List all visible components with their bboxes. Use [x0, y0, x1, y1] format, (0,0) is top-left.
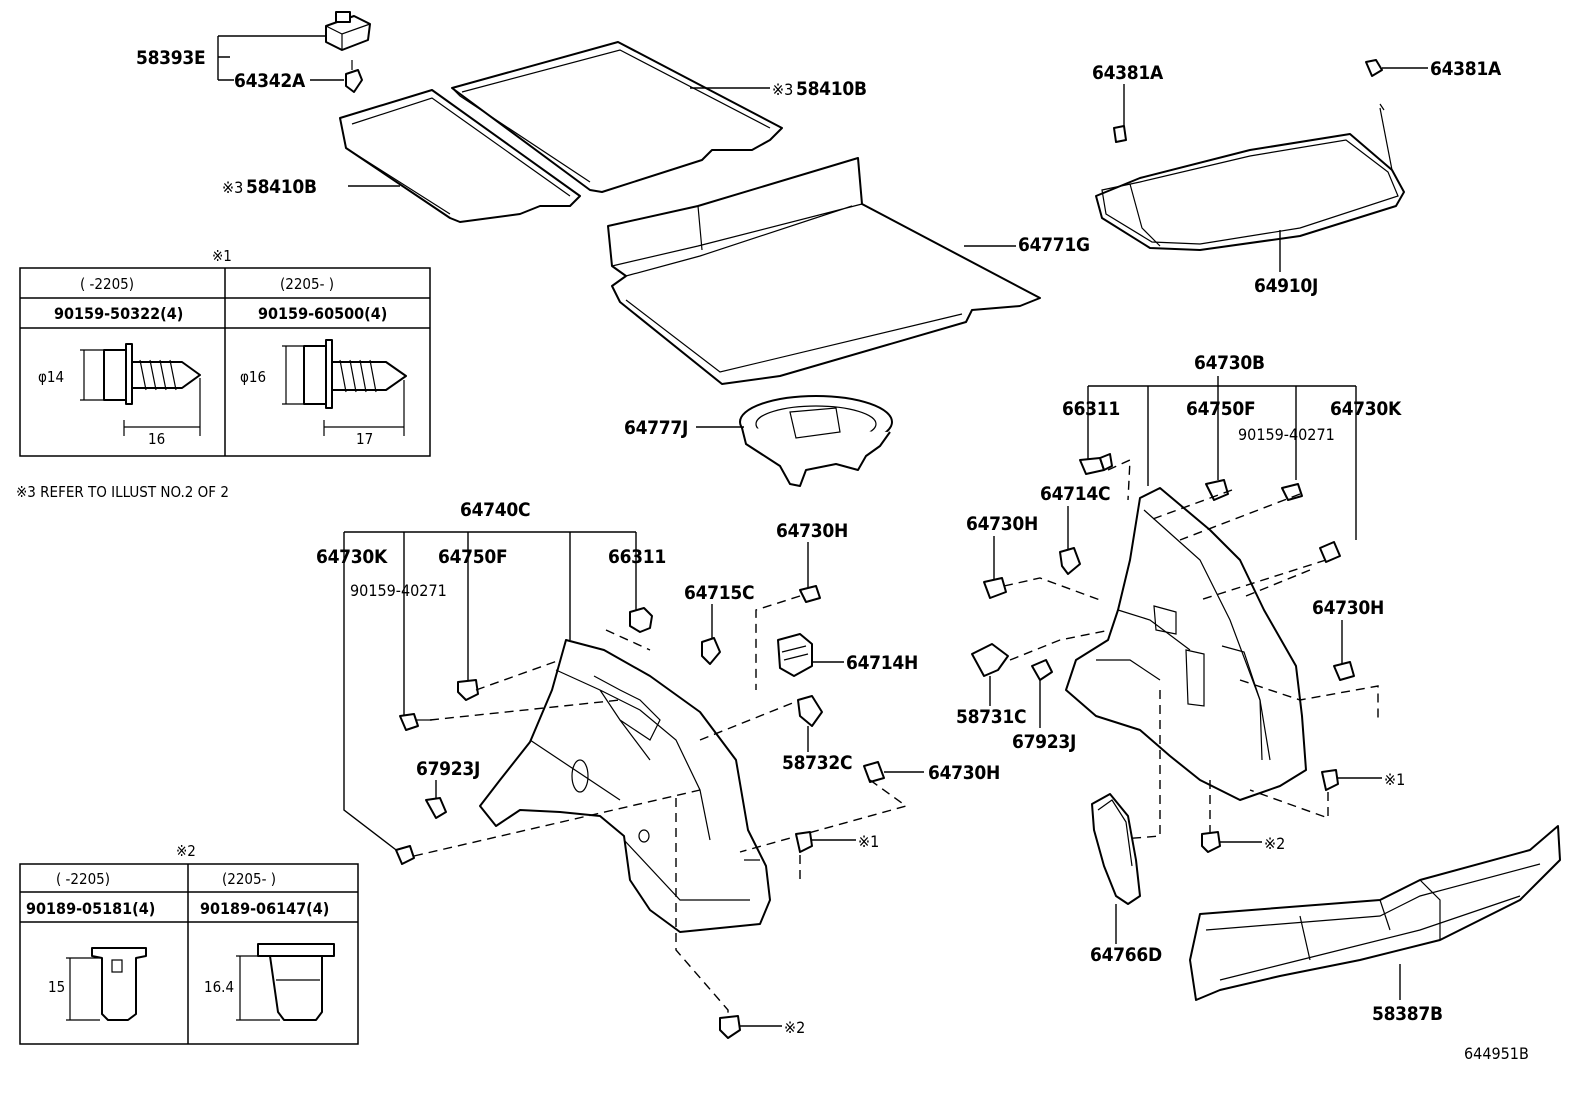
screw-note1-left — [795, 831, 813, 853]
label-64730B: 64730B — [1194, 352, 1265, 374]
label-67923J-left: 67923J — [416, 758, 480, 780]
label-58387B: 58387B — [1372, 1003, 1443, 1025]
table2-title: ※2 — [176, 842, 196, 860]
label-64910J: 64910J — [1254, 275, 1318, 297]
label-90159-left: 90159-40271 — [350, 581, 447, 600]
clip-64342A — [345, 60, 363, 93]
clip-64750F-left — [457, 679, 479, 701]
label-64730K-left: 64730K — [316, 546, 388, 568]
screw-note1-right — [1321, 769, 1339, 791]
table1-col1-range: ( -2205) — [80, 275, 134, 293]
label-64740C: 64740C — [460, 499, 530, 521]
table2-col1-h: 15 — [48, 978, 65, 996]
table1-col2-range: (2205- ) — [280, 275, 334, 293]
table1-col2-dia: φ16 — [240, 368, 266, 386]
table2-col2-range: (2205- ) — [222, 870, 276, 888]
table1-col2-part: 90159-60500(4) — [258, 304, 387, 323]
quarter-trim-64730B — [1065, 487, 1307, 801]
clip-64730H-left1 — [799, 585, 821, 603]
label-64730H-left1: 64730H — [776, 520, 848, 542]
scuff-plate-58387B — [1189, 825, 1561, 1001]
clip-64750F-right — [1205, 479, 1229, 501]
table1-col1-part: 90159-50322(4) — [54, 304, 183, 323]
label-64381A-right: 64381A — [1430, 58, 1502, 80]
bracket-64714H — [777, 633, 813, 677]
storage-tray-64777J — [739, 395, 893, 487]
label-58410B-left: 58410B — [246, 176, 317, 198]
table2-col2-part: 90189-06147(4) — [200, 899, 329, 918]
table-note2: ※2 ( -2205) (2205- ) 90189-05181(4) 9018… — [19, 842, 359, 1045]
label-66311-left: 66311 — [608, 546, 666, 568]
table1-col2-len: 17 — [356, 430, 373, 448]
quarter-trim-64740C — [479, 639, 771, 933]
clip-note2-left — [719, 1015, 741, 1039]
label-64715C: 64715C — [684, 582, 754, 604]
label-67923J-right: 67923J — [1012, 731, 1076, 753]
clip-64714C — [1059, 547, 1081, 575]
label-64750F-left: 64750F — [438, 546, 507, 568]
table1-col1-len: 16 — [148, 430, 165, 448]
clip-67923J-left — [425, 797, 447, 819]
note2-mark-left: ※2 — [784, 1018, 805, 1037]
table1-title: ※1 — [212, 247, 232, 265]
label-64381A-left: 64381A — [1092, 62, 1164, 84]
label-64714H: 64714H — [846, 652, 918, 674]
clip-note2-right — [1201, 831, 1221, 853]
label-64714C: 64714C — [1040, 483, 1110, 505]
cover-64910J — [1095, 103, 1405, 251]
note1-mark-left: ※1 — [858, 832, 879, 851]
label-64730H-right1: 64730H — [966, 513, 1038, 535]
clip-67923J-right — [1031, 659, 1053, 681]
clip-58732C — [797, 695, 823, 727]
label-90159-right: 90159-40271 — [1238, 425, 1335, 444]
label-64730K-right: 64730K — [1330, 398, 1402, 420]
table-note1: ※1 ( -2205) (2205- ) 90159-50322(4) 9015… — [19, 247, 431, 457]
mat-58410B-left — [339, 89, 581, 223]
label-66311-right: 66311 — [1062, 398, 1120, 420]
label-64730H-right2: 64730H — [1312, 597, 1384, 619]
label-58410B-top: 58410B — [796, 78, 867, 100]
cover-64766D — [1091, 793, 1141, 905]
label-64777J: 64777J — [624, 417, 688, 439]
label-64342A: 64342A — [234, 70, 306, 92]
note3-mark-left: ※3 — [222, 178, 243, 197]
clip-64730H-right2 — [1333, 661, 1355, 681]
table1-col1-dia: φ14 — [38, 368, 64, 386]
label-58393E: 58393E — [136, 47, 205, 69]
clip-64730K-left — [395, 845, 415, 865]
cap-58731C — [971, 643, 1009, 677]
table2-col1-range: ( -2205) — [56, 870, 110, 888]
mat-58410B-right — [451, 41, 783, 193]
note3-refer-text: ※3 REFER TO ILLUST NO.2 OF 2 — [16, 483, 229, 501]
label-58732C: 58732C — [782, 752, 852, 774]
screw-90159-right — [1281, 483, 1303, 501]
trunk-mat-64771G — [607, 157, 1041, 385]
label-64750F-right: 64750F — [1186, 398, 1255, 420]
clip-64730K-right — [1319, 541, 1341, 563]
clip-64715C — [701, 637, 721, 665]
note3-mark-top: ※3 — [772, 80, 793, 99]
clip-64730H-left2 — [863, 761, 885, 783]
screw-90159-left — [399, 713, 419, 731]
label-58731C: 58731C — [956, 706, 1026, 728]
note2-mark-right: ※2 — [1264, 834, 1285, 853]
clip-64730H-right1 — [983, 577, 1007, 599]
illustration-code: 644951B — [1464, 1044, 1529, 1063]
clip-block-58393E — [325, 11, 371, 51]
label-64766D: 64766D — [1090, 944, 1162, 966]
label-64730H-left2: 64730H — [928, 762, 1000, 784]
table2-col1-part: 90189-05181(4) — [26, 899, 155, 918]
label-64771G: 64771G — [1018, 234, 1090, 256]
note1-mark-right: ※1 — [1384, 770, 1405, 789]
table2-col2-h: 16.4 — [204, 978, 234, 996]
clip-66311-left — [629, 607, 653, 633]
